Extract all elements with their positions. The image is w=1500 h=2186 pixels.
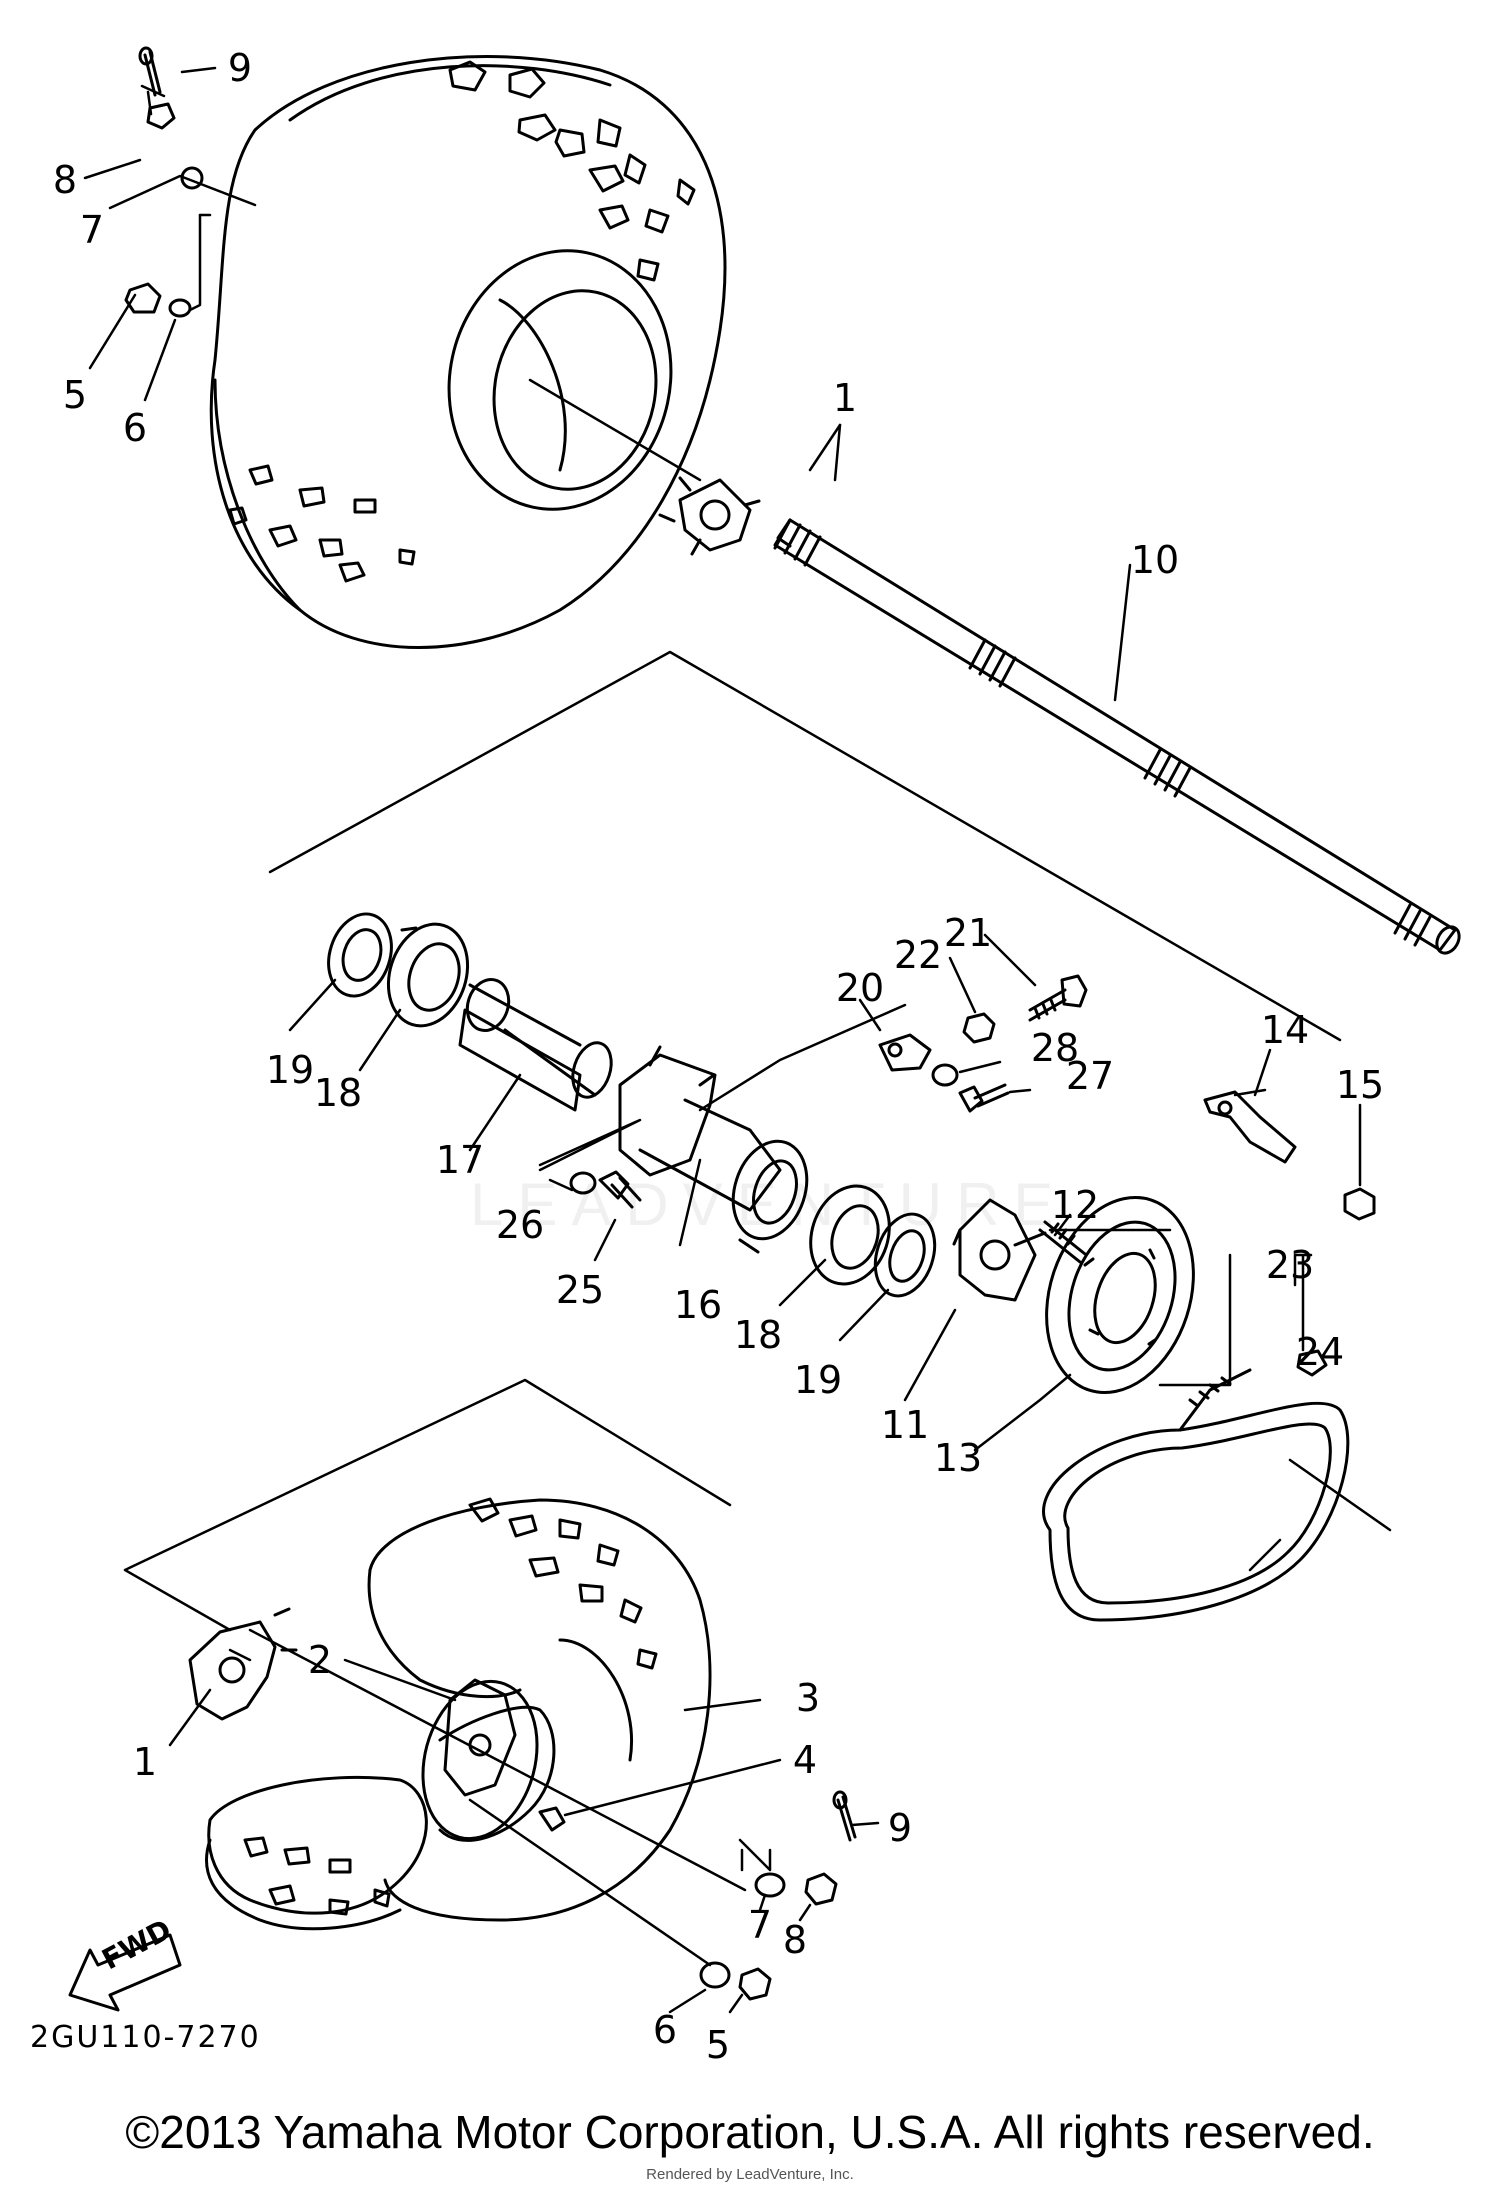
- callout-1-lower: 1: [132, 1740, 158, 1784]
- callout-14: 14: [1260, 1008, 1310, 1052]
- callout-11: 11: [880, 1403, 930, 1447]
- callout-10: 10: [1130, 538, 1180, 582]
- callout-6-upper: 6: [122, 406, 148, 450]
- nut-8-upper: [146, 102, 176, 130]
- chain-guide-14: [1203, 1090, 1297, 1164]
- cotter-pin-9-lower: [832, 1790, 857, 1842]
- leader-lines-upper: [83, 66, 1132, 702]
- leader-lines-middle: [288, 933, 1072, 1452]
- washer-26: [569, 1171, 597, 1195]
- leader-23-24: [1293, 1253, 1313, 1352]
- washer-7-upper: [180, 166, 204, 190]
- callout-21: 21: [943, 911, 993, 955]
- callout-4: 4: [792, 1738, 818, 1782]
- callout-9-upper: 9: [227, 46, 253, 90]
- callout-16: 16: [673, 1283, 723, 1327]
- callout-18-right: 18: [733, 1313, 783, 1357]
- callout-9-lower: 9: [887, 1806, 913, 1850]
- callout-7-lower: 7: [747, 1903, 773, 1947]
- seal-19-right: [873, 1212, 937, 1298]
- nut-15: [1343, 1187, 1376, 1221]
- callout-8-lower: 8: [782, 1918, 808, 1962]
- leader-14: [1253, 1048, 1272, 1097]
- nut-8-lower: [804, 1872, 838, 1906]
- leader-23-plane: [1248, 1458, 1392, 1572]
- callout-15: 15: [1335, 1063, 1385, 1107]
- spacer-17: [458, 978, 613, 1112]
- leader-1-upper: [833, 423, 842, 482]
- diagram-code: 2GU110-7270: [30, 2020, 261, 2055]
- callout-5-lower: 5: [705, 2023, 731, 2067]
- copyright-notice: ©2013 Yamaha Motor Corporation, U.S.A. A…: [125, 2106, 1375, 2158]
- washer-6-lower: [699, 1961, 731, 1989]
- callout-6-lower: 6: [652, 2008, 678, 2052]
- callout-8-upper: 8: [52, 158, 78, 202]
- washer-7-lower: [754, 1872, 786, 1898]
- sprocket-13: [1045, 1195, 1195, 1395]
- nut-5-lower: [738, 1967, 772, 2001]
- bearing-18-left: [386, 922, 470, 1028]
- callout-28: 28: [1030, 1026, 1080, 1070]
- rear-tire-upper: [209, 55, 727, 649]
- callout-19-right: 19: [793, 1358, 843, 1402]
- cotter-pin-9-upper: [138, 46, 162, 97]
- callout-26: 26: [495, 1203, 545, 1247]
- bearing-18-right: [809, 1184, 891, 1286]
- watermark: LEADVENTURE: [470, 1171, 1068, 1238]
- callout-24: 24: [1295, 1330, 1345, 1374]
- fwd-arrow: [68, 1933, 182, 2012]
- nut-22: [962, 1012, 996, 1044]
- callout-1-upper: 1: [832, 376, 858, 420]
- callout-22: 22: [893, 933, 943, 977]
- callout-20: 20: [835, 966, 885, 1010]
- fasteners-lower: [538, 1806, 838, 2001]
- callout-3: 3: [795, 1676, 821, 1720]
- nut-5-upper: [124, 282, 162, 314]
- callout-27: 27: [1065, 1054, 1115, 1098]
- wheel-hub-1-upper: [658, 476, 761, 556]
- callout-5-upper: 5: [62, 373, 88, 417]
- adjuster-20: [878, 1033, 932, 1072]
- callout-7-upper: 7: [79, 208, 105, 252]
- fasteners-upper: [124, 102, 204, 318]
- rendered-by-credit: Rendered by LeadVenture, Inc.: [646, 2166, 854, 2183]
- rear-axle-10: [773, 518, 1461, 955]
- callout-25: 25: [555, 1268, 605, 1312]
- valve-4: [538, 1806, 566, 1832]
- bolt-27: [958, 1083, 1010, 1113]
- callout-2: 2: [307, 1638, 333, 1682]
- assembly-plane-middle: [268, 650, 1342, 1232]
- bolt-25: [598, 1170, 642, 1209]
- sprocket-hub-11: [952, 1198, 1047, 1302]
- callout-12: 12: [1050, 1183, 1100, 1227]
- callout-17: 17: [435, 1138, 485, 1182]
- rear-tire-lower: [205, 1497, 712, 1931]
- callout-19-left: 19: [265, 1048, 315, 1092]
- drive-chain-23: [1042, 1368, 1350, 1622]
- callout-18-left: 18: [313, 1071, 363, 1115]
- washer-6-upper: [168, 298, 192, 318]
- assembly-plane-lower: [123, 1378, 732, 1662]
- wheel-hub-1-lower: [188, 1607, 298, 1721]
- chain-joint-24: [1296, 1349, 1328, 1377]
- callout-23: 23: [1265, 1243, 1315, 1287]
- callout-13: 13: [933, 1436, 983, 1480]
- bolt-21: [1028, 974, 1088, 1022]
- leader-lines-lower: [168, 1628, 880, 2014]
- seal-19-left: [327, 912, 393, 998]
- axle-housing-16: [618, 1045, 809, 1254]
- bolt-12: [1038, 1220, 1087, 1264]
- washer-28: [931, 1063, 959, 1087]
